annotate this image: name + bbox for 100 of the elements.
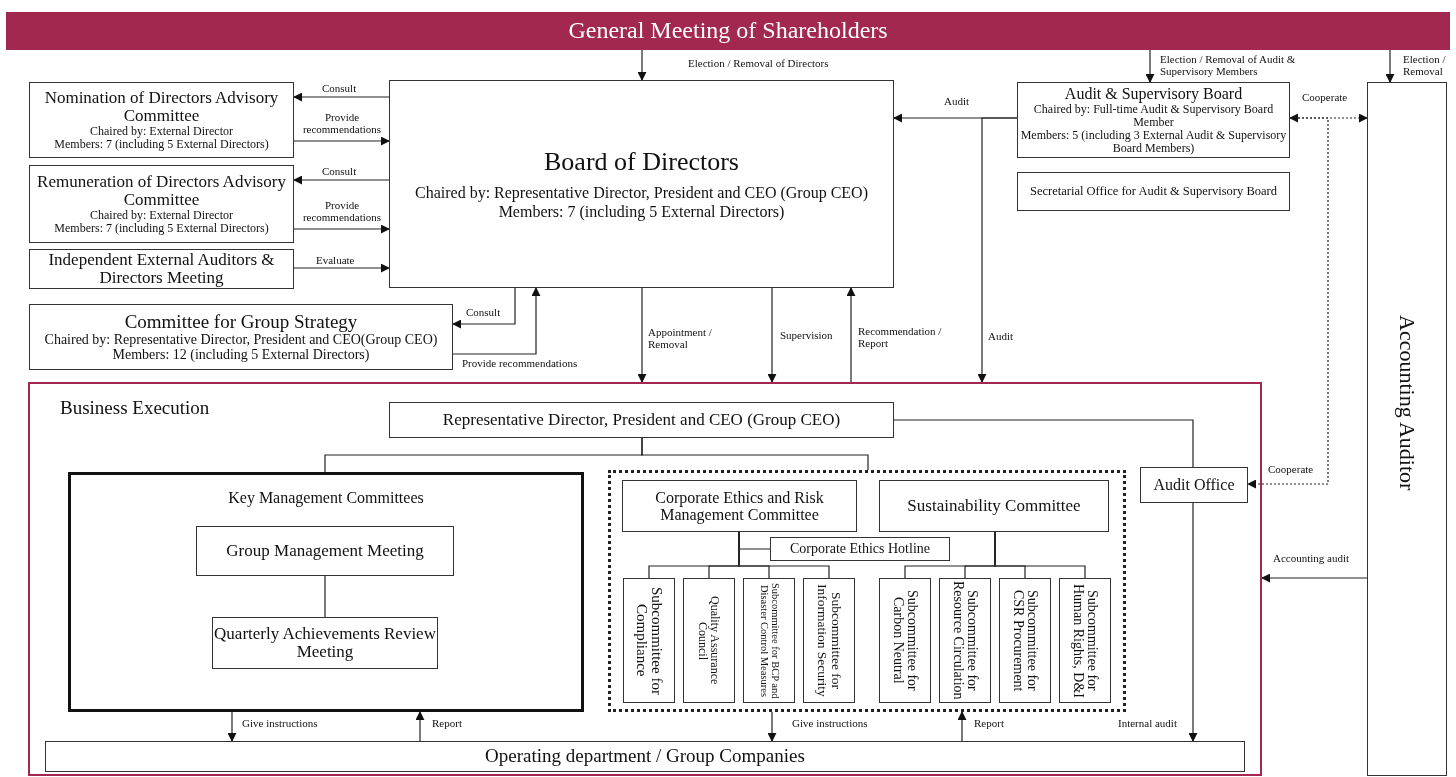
box-title: Sustainability Committee [907,496,1081,516]
edge-label: Provide recommendations [462,357,578,370]
box-title: Audit & Supervisory Board [1064,85,1243,103]
arrow [957,711,967,742]
box-title: Board of Directors [544,147,739,176]
connector-line [324,575,326,618]
committee-box [29,82,294,158]
box-title: Secretarial Office for Audit & Supervisory Board [1030,184,1277,199]
edge-label: Cooperate [1268,463,1314,476]
arrow [415,711,425,742]
box-title: General Meeting of Shareholders [568,18,888,44]
meeting-band [6,12,1450,50]
edge-label: Consult [322,165,357,178]
box-title: Corporate Ethics and Risk Management Committee [654,488,825,524]
box-title: Key Management Committees [228,489,424,507]
dotted-group-frame [608,470,1126,712]
subcommittee-box [683,578,735,703]
box-text: Members: 7 (including 5 External Directors) [498,203,785,221]
edge-label: Consult [466,306,501,319]
edge-label: Accounting audit [1273,552,1350,565]
arrow [767,287,777,383]
arrow [227,711,237,742]
edge-label: Give instructions [242,717,318,730]
box-title: Representative Director, President and CEO (Group CEO) [442,410,841,430]
arrow [293,136,390,146]
committee-box [622,480,857,532]
box-title: Subcommittee for CSR Procurement [1011,588,1039,694]
box-title: Independent External Auditors & Directors Meeting [47,250,276,288]
arrow [452,287,516,329]
arrow [293,92,390,102]
box-text: Members: 7 (including 5 External Directors) [54,222,269,236]
box-title: Quarterly Achievements Review Meeting [213,624,437,662]
edge-label: Give instructions [792,717,868,730]
box-text: Members: 5 (including 3 External Audit & Supervisory Board Members) [1019,128,1288,155]
box-title: Subcommittee for Information Security [815,583,843,699]
committee-box [770,537,950,561]
box-title: Subcommittee for Carbon Neutral [891,589,919,693]
box-title: Committee for Group Strategy [124,311,358,333]
edge-label: Evaluate [316,254,355,267]
committee-group-frame [68,472,584,712]
auditor-box [1367,82,1447,776]
box-text: Chaired by: Representative Director, President and CEO (Group CEO) [415,183,868,202]
arrow [293,175,390,185]
arrow [293,263,390,273]
box-text: Members: 12 (including 5 External Directors) [112,347,370,363]
arrow [1261,573,1368,583]
edge-label: Report [432,717,462,730]
committee-box [29,165,294,243]
arrow [977,117,1018,383]
box-title: Accounting Auditor [1395,315,1419,491]
box-text: Chaired by: External Director [90,125,233,139]
arrow [1247,117,1329,489]
edge-label: Consult [322,82,357,95]
connector-line [994,531,1086,579]
box-title: Remuneration of Directors Advisory Committee [36,172,287,210]
committee-box [212,617,438,669]
arrow [767,711,777,742]
edge-label: Election / Removal of Directors [688,57,829,70]
edge-label: Supervision [780,329,833,342]
box-title: Corporate Ethics Hotline [790,541,930,557]
connector-line [738,531,830,579]
arrow [1289,113,1368,123]
arrow [846,287,856,383]
committee-box [1017,172,1290,211]
committee-box [1017,82,1290,158]
edge-label: Audit [988,330,1014,343]
subcommittee-box [879,578,931,703]
committee-box [196,526,454,576]
box-text: Chaired by: Full-time Audit & Supervisory Board Member [1032,102,1275,129]
arrow [637,49,647,81]
connector-line [641,437,869,471]
box-text: Chaired by: Representative Director, President and CEO(Group CEO) [44,332,438,348]
arrow [293,224,390,234]
edge-label: Internal audit [1118,717,1177,730]
box-text: Members: 7 (including 5 External Directors) [54,138,269,152]
box-text: Chaired by: External Director [90,209,233,223]
subcommittee-box [939,578,991,703]
committee-box [29,249,294,289]
subcommittee-box [803,578,855,703]
arrow [1188,502,1198,742]
arrow [452,287,541,355]
committee-box [879,480,1109,532]
box-title: Quality Assurance Council [697,595,721,687]
arrow [1385,49,1395,83]
committee-box [45,741,1245,772]
arrow [637,287,647,383]
edge-label: Cooperate [1302,91,1348,104]
subcommittee-box [999,578,1051,703]
edge-label: Report [974,717,1004,730]
edge-label: Audit [944,95,970,108]
subcommittee-box [623,578,675,703]
box-title: Subcommittee for Human Rights, D&I [1071,582,1099,700]
connector-line [893,419,1194,468]
committee-box [389,402,894,438]
box-title: Operating department / Group Companies [485,746,805,767]
subcommittee-box [1059,578,1111,703]
box-title: Subcommittee for Resource Circulation [951,580,979,702]
committee-box [389,80,894,288]
box-title: Subcommittee for BCP and Disaster Control Measures [758,581,780,701]
box-title: Business Execution [60,398,210,419]
